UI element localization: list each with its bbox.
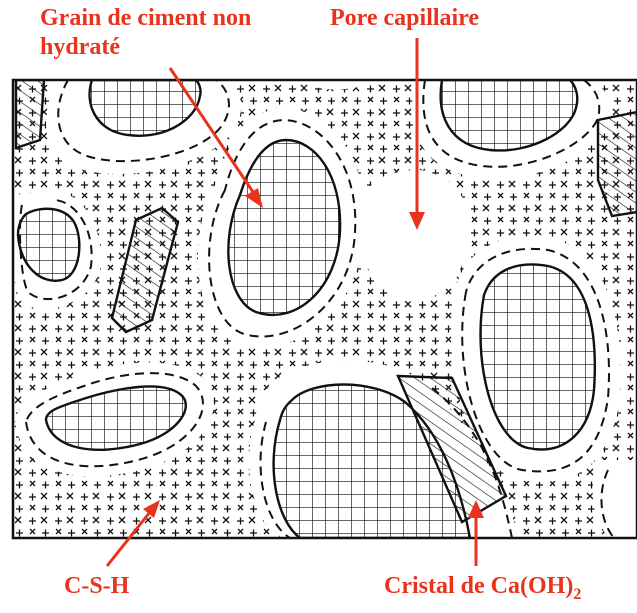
caoh-arrowhead	[468, 500, 484, 518]
capillary-pore	[377, 187, 455, 284]
caoh2-crystals	[14, 80, 637, 524]
grain-arrowhead	[245, 188, 263, 208]
pore-arrowhead	[409, 212, 425, 230]
label-arrows	[105, 38, 484, 567]
csh-arrowhead	[143, 500, 160, 518]
label-caoh: Cristal de Ca(OH)2	[384, 572, 582, 603]
grain-arrow	[168, 67, 257, 196]
label-grain: Grain de ciment non hydraté	[40, 5, 252, 60]
label-pore: Pore capillaire	[330, 5, 480, 31]
diagram-frame	[11, 78, 637, 540]
label-caoh-subscript: 2	[573, 586, 582, 603]
label-csh: C-S-H	[64, 573, 130, 599]
microstructure-field	[13, 80, 637, 538]
csh-arrow	[105, 511, 152, 567]
label-caoh-main: Cristal de Ca(OH)	[384, 573, 574, 599]
